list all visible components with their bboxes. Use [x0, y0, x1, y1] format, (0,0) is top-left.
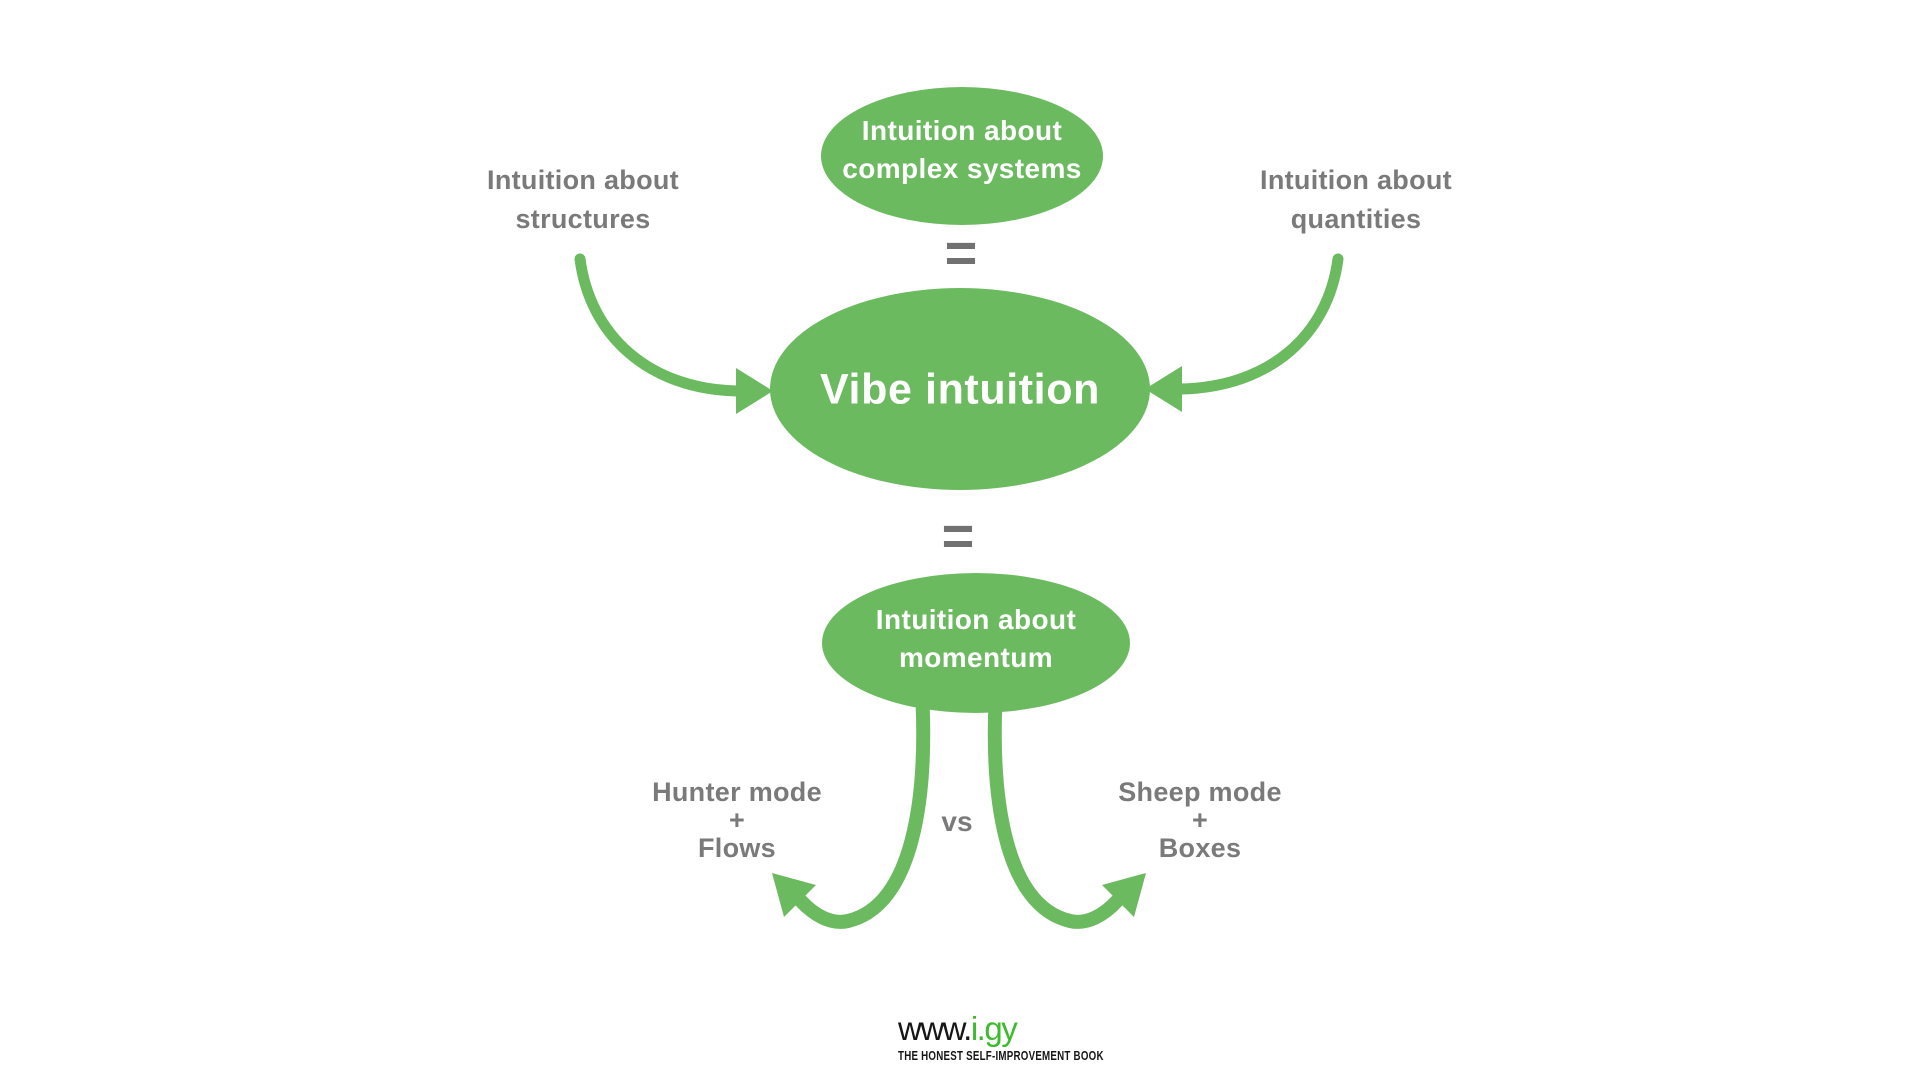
sheep-mode-label: Sheep mode + Boxes — [1118, 778, 1282, 862]
structures-arrow-curve — [574, 253, 743, 397]
structures-label-line2: structures — [515, 204, 651, 234]
hunter-mode-label-line3: Flows — [697, 833, 776, 863]
hunter-mode-label-line1: Hunter mode — [652, 777, 822, 807]
momentum-label-line2: momentum — [898, 642, 1054, 673]
hunter-mode-label: Hunter mode + Flows — [652, 778, 822, 862]
structures-arrowhead-icon — [736, 368, 773, 414]
versus-label: vs — [941, 806, 973, 837]
equals-top-symbol: = — [944, 221, 978, 284]
structures-label: Intuition about structures — [487, 161, 679, 239]
structures-label-line1: Intuition about — [487, 165, 679, 195]
sheep-arrow-curve — [987, 669, 1124, 929]
logo-tagline: THE HONEST SELF-IMPROVEMENT BOOK — [898, 1049, 1104, 1063]
quantities-label-line2: quantities — [1290, 204, 1422, 234]
quantities-arrowhead-icon — [1145, 366, 1182, 412]
logo-wordmark: www.i.gy — [898, 1012, 1162, 1045]
hunter-mode-label-line2: + — [728, 805, 746, 835]
sheep-mode-label-line2: + — [1191, 805, 1209, 835]
equals-bottom-symbol: = — [941, 504, 975, 567]
logo-domain-text: i.gy — [970, 1010, 1018, 1047]
momentum-label: Intuition about momentum — [876, 601, 1076, 677]
quantities-label: Intuition about quantities — [1260, 161, 1452, 239]
logo-www-text: www. — [898, 1010, 972, 1047]
sheep-mode-label-line1: Sheep mode — [1118, 777, 1282, 807]
complex-systems-label-line2: complex systems — [842, 153, 1082, 184]
momentum-ellipse — [822, 573, 1130, 713]
complex-systems-label-line1: Intuition about — [861, 115, 1063, 146]
hunter-arrow-curve — [794, 669, 931, 929]
site-logo: www.i.gy THE HONEST SELF-IMPROVEMENT BOO… — [898, 1012, 1162, 1065]
vibe-intuition-ellipse — [770, 288, 1150, 490]
vibe-intuition-label: Vibe intuition — [820, 365, 1100, 414]
complex-systems-label: Intuition about complex systems — [842, 112, 1081, 188]
sheep-arrowhead-icon — [1102, 873, 1146, 917]
quantities-label-line1: Intuition about — [1260, 165, 1452, 195]
sheep-mode-label-line3: Boxes — [1158, 833, 1242, 863]
momentum-label-line1: Intuition about — [875, 604, 1077, 635]
hunter-arrowhead-icon — [772, 873, 816, 917]
complex-systems-ellipse — [821, 87, 1103, 225]
quantities-arrow-curve — [1175, 253, 1344, 395]
